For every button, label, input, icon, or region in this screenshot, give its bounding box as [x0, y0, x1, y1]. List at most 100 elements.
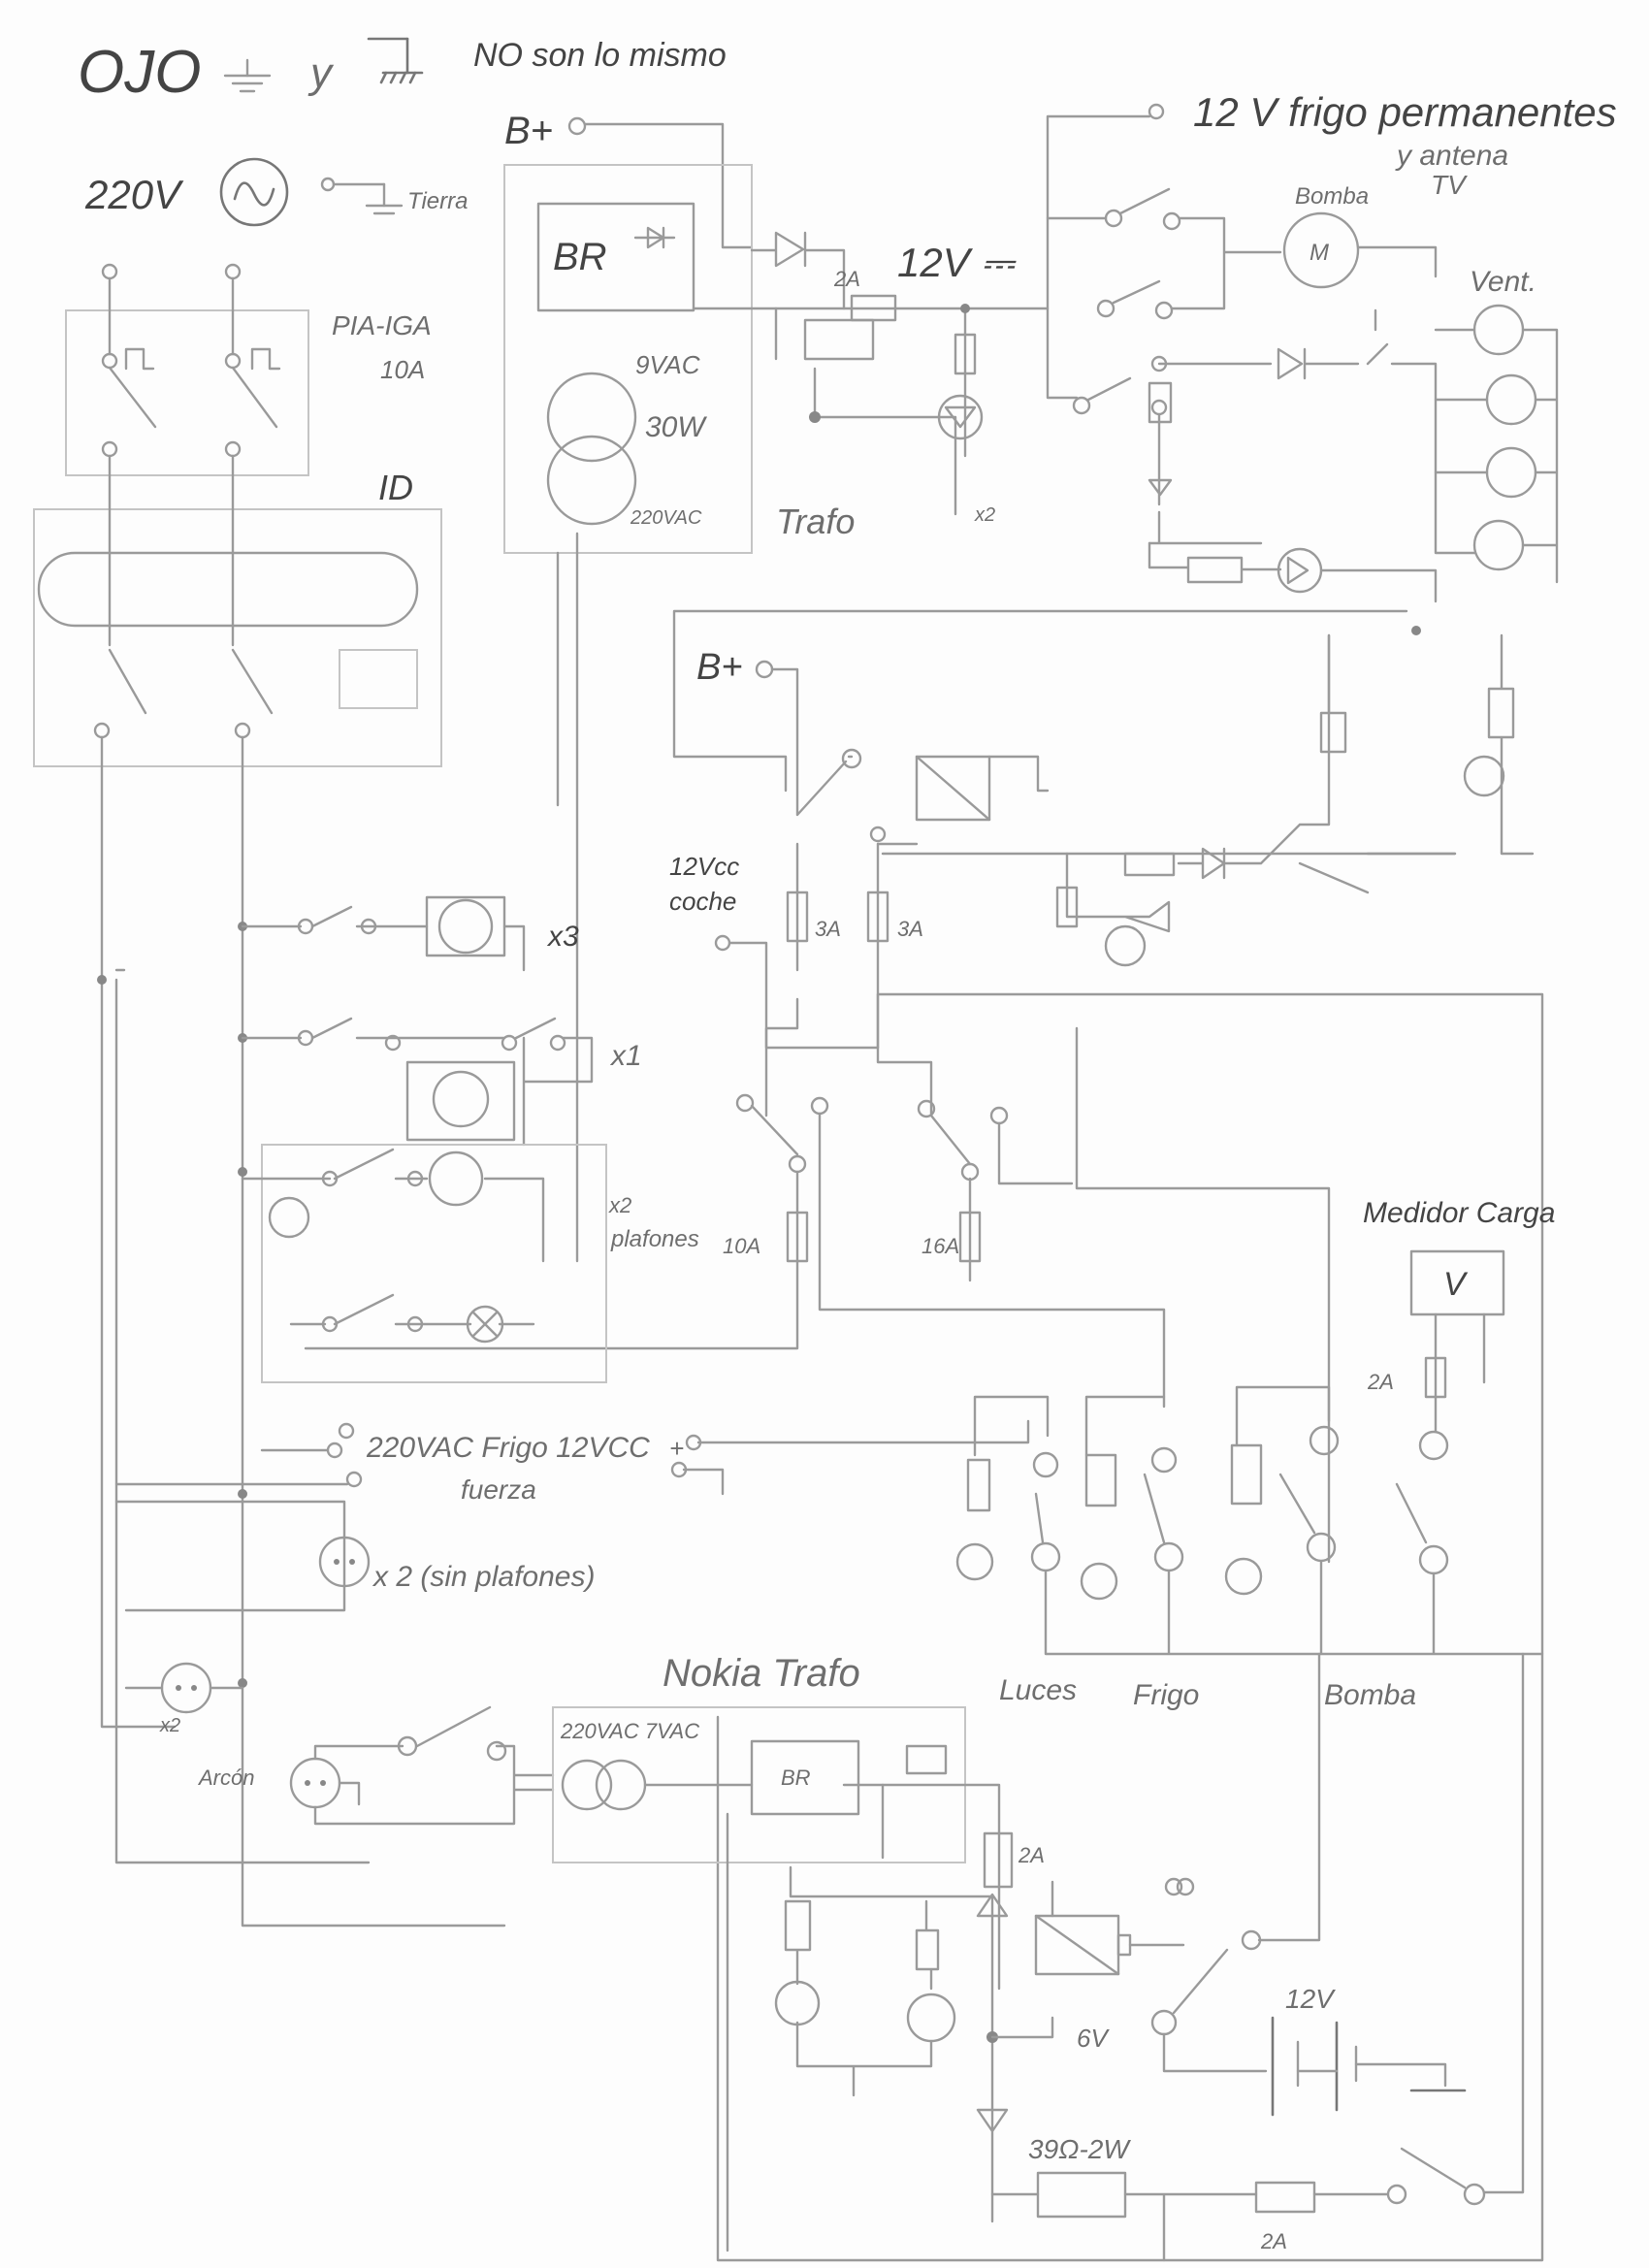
permanent-12v-label-line3: TV	[1431, 170, 1468, 200]
socket-count: x2	[159, 1715, 180, 1736]
transformer-label: Trafo	[776, 502, 855, 541]
fuse-left-label: 3A	[815, 917, 841, 941]
outlets-x3-label: x3	[546, 921, 579, 953]
fridge-plus: +	[669, 1434, 684, 1463]
power-rating: 30W	[645, 411, 707, 443]
car-label-line2: coche	[669, 887, 736, 916]
breaker-pia-iga	[65, 263, 309, 476]
nokia-rectifier	[750, 1739, 860, 1816]
nokia-voltages: 220VAC 7VAC	[560, 1719, 699, 1743]
permanent-12v-terminal[interactable]	[1148, 103, 1165, 120]
permanent-12v-label-line2: y antena	[1395, 140, 1508, 172]
primary-voltage: 220VAC	[630, 507, 702, 529]
switch-16a[interactable]	[917, 1099, 1009, 1182]
battery-icon	[1271, 2016, 1467, 2117]
switch-lights-label: Luces	[999, 1674, 1077, 1706]
fuse-3a-right	[866, 891, 889, 943]
fuse-3a-left	[786, 891, 809, 943]
outlets-x1-label: x1	[609, 1040, 642, 1072]
mains-label: 220V	[84, 172, 184, 217]
car-label-line1: 12Vcc	[669, 852, 739, 881]
charger-fuse: 2A	[833, 267, 860, 291]
relay-contact	[1150, 1652, 1321, 2073]
car-link-bplus: B+	[696, 647, 743, 688]
load-meter-fuse: 2A	[1367, 1370, 1394, 1394]
led-icon	[774, 1980, 956, 2043]
fridge-terminals	[114, 1419, 1030, 1496]
fan-motors	[1434, 304, 1559, 584]
pump-label: Bomba	[1295, 183, 1369, 210]
chest-label: Arcón	[197, 1766, 254, 1790]
chest-freezer-socket	[289, 1705, 555, 1826]
fridge-label-line2: fuerza	[461, 1474, 536, 1505]
fuse-10a-label: 10A	[723, 1234, 760, 1258]
led-icon	[1277, 547, 1323, 594]
load-meter-label: Medidor Carga	[1363, 1197, 1555, 1229]
ground-count: x2	[974, 504, 995, 526]
relay-coil	[803, 318, 875, 361]
bplus-terminal[interactable]	[567, 116, 587, 136]
fuse-10a	[786, 1211, 809, 1263]
relay-voltage: 6V	[1077, 2024, 1110, 2053]
earth-terminal	[320, 177, 336, 192]
pump-switch[interactable]	[1278, 1473, 1337, 1563]
car-12v-terminal[interactable]	[714, 934, 731, 952]
pump-motor-icon: M	[1282, 211, 1360, 289]
nokia-fuse-label: 2A	[1018, 1843, 1045, 1867]
light-switch[interactable]	[1030, 1492, 1061, 1572]
battery-isolator-switch[interactable]	[1400, 2147, 1486, 2206]
switch-panel	[955, 1385, 1340, 1601]
charger-output-label: 12V ⎓	[897, 240, 1017, 285]
permanent-12v-label-line1: 12 V frigo permanentes	[1193, 89, 1617, 135]
fuse-bottom	[1254, 2181, 1316, 2214]
nokia-title: Nokia Trafo	[663, 1652, 860, 1695]
charger-bplus: B+	[504, 110, 553, 152]
fuse	[850, 294, 897, 322]
outlet-circuit-x3	[241, 895, 526, 972]
differential-label: ID	[378, 468, 413, 507]
pump-switch-2[interactable]	[1096, 279, 1174, 320]
secondary-voltage: 9VAC	[635, 350, 700, 379]
fuse-16a	[958, 1211, 982, 1263]
bridge-rectifier	[536, 202, 695, 312]
wall-socket-icon	[124, 1662, 244, 1714]
phase-bus	[241, 735, 506, 1928]
earth-ground-icon	[223, 58, 272, 93]
car-bplus-terminal[interactable]	[755, 660, 774, 679]
nokia-fuse	[983, 1831, 1014, 1889]
fuse-16a-label: 16A	[922, 1234, 959, 1258]
led-icon	[937, 394, 984, 440]
earth-label: Tierra	[407, 188, 468, 214]
switch-10a[interactable]	[735, 1093, 829, 1174]
ceiling-light-circuit	[241, 1144, 607, 1383]
transformer-icon	[561, 1759, 647, 1811]
ceiling-label: plafones	[610, 1226, 699, 1252]
breaker-label-line1: PIA-IGA	[332, 310, 432, 340]
nokia-rectifier-label: BR	[781, 1766, 811, 1790]
fuse-right-label: 3A	[897, 917, 923, 941]
earth-bus	[114, 968, 371, 1864]
pump-switch-1[interactable]	[1104, 187, 1181, 231]
wall-socket-icon	[114, 1500, 371, 1612]
voltmeter-symbol: V	[1443, 1266, 1469, 1303]
switch-pump-label: Bomba	[1324, 1679, 1416, 1711]
warning-word: OJO	[78, 39, 201, 106]
fridge-label-line1: 220VAC Frigo 12VCC	[366, 1432, 650, 1464]
rectifier-label: BR	[553, 236, 607, 278]
resistor-39ohm	[1036, 2171, 1127, 2219]
transformer-icon	[546, 372, 637, 526]
fan-switch[interactable]	[1072, 355, 1168, 416]
outlet-circuit-x1	[241, 1017, 594, 1147]
led-icon	[1104, 755, 1505, 967]
breaker-label-line2: 10A	[380, 355, 425, 384]
relay-icon	[915, 755, 1050, 822]
warning-text: NO son lo mismo	[473, 37, 727, 74]
meter-switch[interactable]	[1395, 1482, 1449, 1575]
fuse-bottom-label: 2A	[1260, 2229, 1287, 2253]
ac-source-icon	[219, 157, 289, 227]
battery-label: 12V	[1285, 1984, 1336, 2014]
fan-label: Vent.	[1470, 266, 1536, 298]
fridge-switch[interactable]	[1143, 1473, 1184, 1572]
switch-fridge-label: Frigo	[1133, 1679, 1199, 1711]
